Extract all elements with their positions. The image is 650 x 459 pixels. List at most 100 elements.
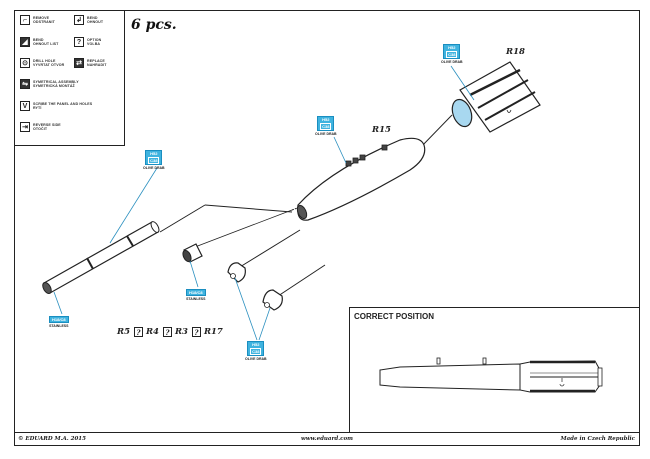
option-parts-row: R5 ? R4 ? R3 ? R17 bbox=[117, 327, 224, 337]
paint-code: C38 bbox=[446, 50, 458, 58]
paint-name: OLIVE DRAB bbox=[441, 59, 463, 64]
legend-text: BEND bbox=[33, 37, 44, 42]
paint-name: OLIVE DRAB bbox=[245, 356, 267, 361]
option-icon: ? bbox=[162, 327, 172, 337]
option-icon: ? bbox=[191, 327, 201, 337]
legend-text: VOLBA bbox=[87, 42, 101, 46]
copyright-text: © EDUARD M.A. 2015 bbox=[18, 436, 86, 442]
part-label-r18: R18 bbox=[506, 47, 525, 57]
paint-callout-stainless-ring: H18/C8 STAINLESS bbox=[186, 289, 206, 301]
legend-text: VYVRTAT OTVOR bbox=[33, 63, 65, 67]
paint-code: H52 bbox=[322, 117, 330, 122]
leader-line bbox=[450, 65, 475, 101]
ring-part bbox=[182, 243, 203, 263]
paint-name: OLIVE DRAB bbox=[143, 165, 165, 170]
legend-text: REMOVE bbox=[33, 15, 50, 20]
legend-text: REPLACE bbox=[87, 58, 105, 63]
paint-callout-stainless-tube: H18/C8 STAINLESS bbox=[49, 316, 69, 328]
legend-text: OHNOUT bbox=[87, 20, 104, 24]
reverse-side-icon: ⇥ bbox=[20, 122, 30, 132]
legend-text: OPTION bbox=[87, 37, 102, 42]
fin-tip-part bbox=[262, 289, 283, 311]
made-in-text: Made in Czech Republic bbox=[560, 436, 635, 442]
option-icon: ? bbox=[133, 327, 143, 337]
bend-icon: ↲ bbox=[74, 15, 84, 25]
legend-text: BEND bbox=[87, 15, 98, 20]
legend-text: SYMETRICAL ASSEMBLY bbox=[33, 79, 79, 84]
legend-text: REVERSE SIDE bbox=[33, 122, 61, 127]
guide-line bbox=[234, 229, 301, 271]
leader-line bbox=[234, 277, 258, 341]
paint-name: OLIVE DRAB bbox=[315, 131, 337, 136]
replace-icon: ⇄ bbox=[74, 58, 84, 68]
remove-icon: ⌐ bbox=[20, 15, 30, 25]
paint-code: H52 bbox=[150, 151, 158, 156]
leader-line bbox=[333, 136, 347, 164]
bend-check-icon: ◢ bbox=[20, 37, 30, 47]
guide-line bbox=[194, 209, 293, 248]
legend-text: DRILL HOLE bbox=[33, 58, 56, 63]
sheet-frame bbox=[14, 10, 640, 433]
part-label-r15: R15 bbox=[372, 125, 391, 135]
legend-text: OTOČIT bbox=[33, 127, 48, 131]
option-icon: ? bbox=[74, 37, 84, 47]
paint-name: STAINLESS bbox=[49, 323, 69, 328]
guide-line bbox=[159, 204, 206, 233]
legend-text: SYMETRICKÁ MONTÁŽ bbox=[33, 84, 75, 88]
paint-code: H18/C8 bbox=[189, 290, 203, 295]
paint-code: H52 bbox=[252, 342, 260, 347]
guide-line bbox=[204, 204, 293, 213]
leader-line bbox=[258, 307, 271, 341]
paint-chip: H18/C8 bbox=[49, 316, 69, 323]
legend-text: RYTÍ bbox=[33, 106, 42, 110]
guide-line bbox=[271, 264, 326, 301]
r18-tail-part bbox=[451, 61, 541, 133]
paint-code: C38 bbox=[148, 156, 160, 164]
paint-code: C38 bbox=[320, 122, 332, 130]
legend-text: SCRIBE THE PANEL AND HOLES bbox=[33, 101, 93, 106]
leader-line bbox=[109, 167, 158, 244]
guide-line bbox=[419, 114, 453, 149]
legend-text: OHNOUT LIST bbox=[33, 42, 59, 46]
drill-hole-icon: ⊙ bbox=[20, 58, 30, 68]
part-label-r4: R4 bbox=[145, 327, 159, 337]
legend-text: ODSTRANIT bbox=[33, 20, 55, 24]
r15-body-part bbox=[296, 137, 426, 221]
website-text: www.eduard.com bbox=[301, 436, 353, 442]
footer-bar: © EDUARD M.A. 2015 www.eduard.com Made i… bbox=[14, 433, 640, 446]
leader-line bbox=[53, 291, 63, 315]
tube-part bbox=[42, 221, 160, 294]
correct-position-title: CORRECT POSITION bbox=[354, 312, 435, 321]
paint-name: STAINLESS bbox=[186, 296, 206, 301]
part-label-r17: R17 bbox=[203, 327, 223, 337]
paint-code: H18/C8 bbox=[52, 317, 66, 322]
symmetrical-assembly-icon: ⇋ bbox=[20, 79, 30, 89]
fin-tip-part bbox=[227, 262, 246, 283]
part-label-r3: R3 bbox=[174, 327, 188, 337]
scribe-panel-icon: V bbox=[20, 101, 30, 111]
paint-chip: H18/C8 bbox=[186, 289, 206, 296]
correct-position-panel: CORRECT POSITION bbox=[349, 307, 640, 433]
legend-text: NAHRADIT bbox=[87, 63, 107, 67]
paint-code: H52 bbox=[448, 45, 456, 50]
quantity-title: 6 pcs. bbox=[131, 17, 177, 33]
paint-code: C38 bbox=[250, 347, 262, 355]
